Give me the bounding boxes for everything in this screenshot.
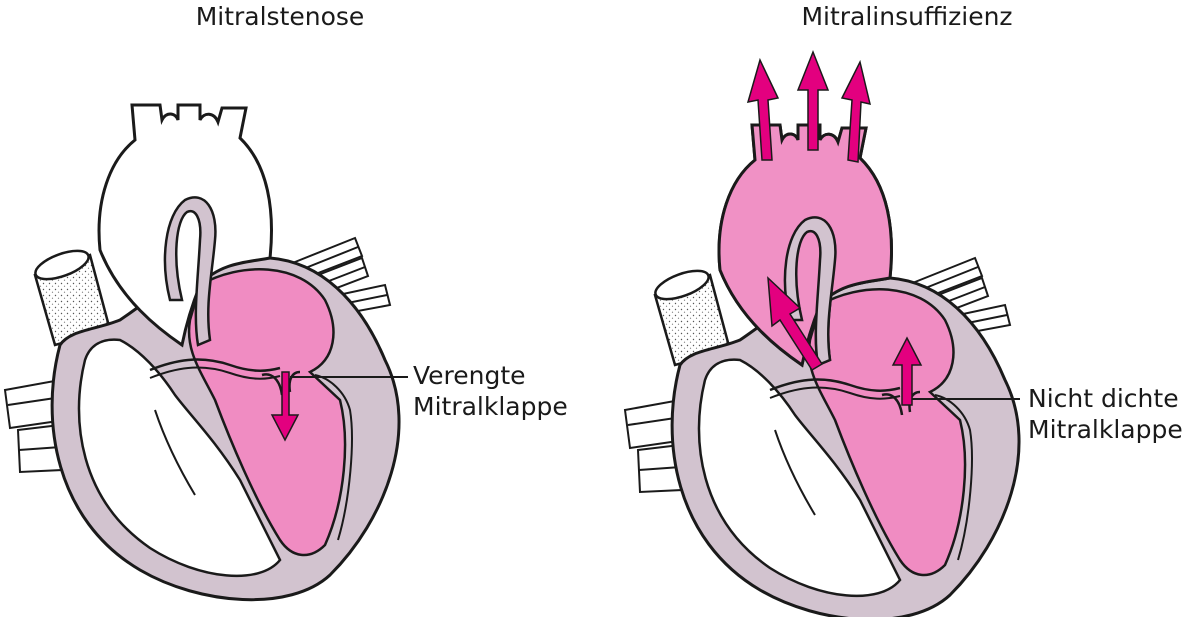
regurgitation-arrows-up — [746, 49, 872, 163]
label-leaky-mitral-valve: Nicht dichte Mitralklappe — [1028, 384, 1183, 444]
label-narrowed-mitral-valve: Verengte Mitralklappe — [413, 361, 568, 421]
blood-flow-arrow-diagonal — [767, 276, 824, 372]
title-mitral-stenosis: Mitralstenose — [195, 2, 365, 31]
heart-mitral-stenosis — [3, 103, 408, 602]
heart-mitral-insufficiency — [623, 49, 1021, 621]
title-mitral-insufficiency: Mitralinsuffizienz — [801, 2, 1013, 31]
blood-flow-arrow-down — [270, 371, 300, 442]
